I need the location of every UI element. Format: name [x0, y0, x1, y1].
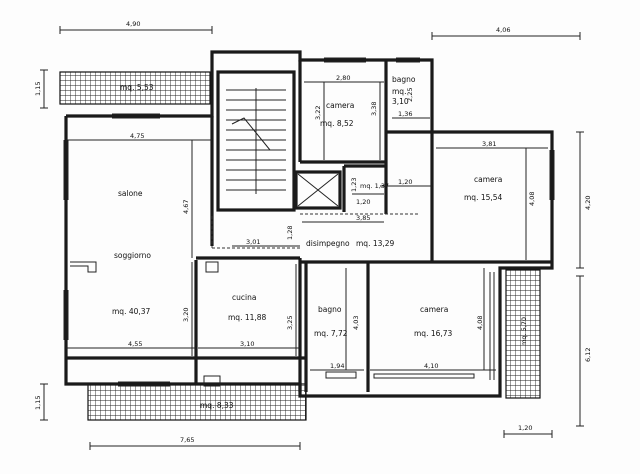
dim-right-lower: 6,12 — [584, 348, 592, 362]
area-balcony-right: mq. 5,70 — [520, 317, 528, 346]
dim-bagno-top-w: 1,36 — [398, 110, 412, 118]
room-label-bagno-top: bagno — [392, 75, 416, 84]
area-balcony-top: mq. 5,53 — [120, 83, 154, 92]
dim-bottom-right: 1,20 — [518, 424, 532, 432]
stair-core — [216, 70, 296, 212]
balcony-right — [505, 269, 541, 399]
dim-ripost-w2: 1,20 — [356, 198, 370, 206]
room-label-camera-low: camera — [420, 305, 448, 314]
room-label-camera-right: camera — [474, 175, 502, 184]
dim-salone-lower: 3,20 — [182, 308, 190, 322]
dim-camera-top-h2: 3,38 — [370, 102, 378, 116]
dim-cucina-depth: 3,25 — [286, 316, 294, 330]
dim-bagno-low-h: 4,03 — [352, 316, 360, 330]
dim-top-left: 4,90 — [126, 20, 140, 28]
area-ripostiglio: mq. 1,37 — [360, 182, 389, 190]
dim-left-top: 1,15 — [34, 82, 42, 96]
dim-salone-bottom: 4,55 — [128, 340, 142, 348]
room-label-soggiorno: soggiorno — [114, 251, 151, 260]
dim-corridor-h: 1,28 — [286, 226, 294, 240]
area-disimpegno: mq. 13,29 — [356, 239, 395, 248]
dimension-lines — [40, 26, 584, 450]
dim-bottom: 7,65 — [180, 436, 194, 444]
stairs — [226, 88, 286, 194]
dim-right-upper: 4,20 — [584, 196, 592, 210]
room-label-salone: salone — [118, 189, 143, 198]
room-label-bagno-low: bagno — [318, 305, 342, 314]
area-camera-low: mq. 16,73 — [414, 329, 453, 338]
bagno-top-mq: mq. — [392, 87, 406, 96]
interior-walls — [66, 60, 552, 392]
area-bagno-top: 3,10 — [392, 97, 409, 106]
dim-top-right: 4,06 — [496, 26, 510, 34]
dim-camera-top-w: 2,80 — [336, 74, 350, 82]
dim-bagno-top-h: 2,25 — [406, 88, 414, 102]
dim-salone-width: 4,75 — [130, 132, 144, 140]
balcony-top — [59, 71, 211, 105]
area-camera-top: mq. 8,52 — [320, 119, 354, 128]
area-cucina: mq. 11,88 — [228, 313, 267, 322]
balcony-bottom — [87, 383, 307, 421]
windows — [63, 57, 555, 387]
dim-bagno-low-w: 1,94 — [330, 362, 344, 370]
dim-left-bottom: 1,15 — [34, 396, 42, 410]
area-bagno-low: mq. 7,72 — [314, 329, 348, 338]
dim-camera-low-w: 4,10 — [424, 362, 438, 370]
elevator — [294, 170, 342, 210]
area-balcony-bottom: mq. 8,33 — [200, 401, 234, 410]
area-camera-right: mq. 15,54 — [464, 193, 503, 202]
dim-camera-low-h: 4,08 — [476, 316, 484, 330]
room-label-camera-top: camera — [326, 101, 354, 110]
dim-corridor-w: 3,01 — [246, 238, 260, 246]
dim-camera-right-h: 4,08 — [528, 192, 536, 206]
area-salone: mq. 40,37 — [112, 307, 151, 316]
dim-camera-right-w: 3,81 — [482, 140, 496, 148]
dim-ripost-h: 1,23 — [350, 178, 358, 192]
dim-disimpegno-w: 3,85 — [356, 214, 370, 222]
dim-camera-top-h: 3,22 — [314, 106, 322, 120]
room-label-disimpegno: disimpegno — [306, 239, 350, 248]
dim-salone-depth: 4,67 — [182, 200, 190, 214]
room-label-cucina: cucina — [232, 293, 256, 302]
dim-cucina-width: 3,10 — [240, 340, 254, 348]
dim-ripost-w: 1,20 — [398, 178, 412, 186]
